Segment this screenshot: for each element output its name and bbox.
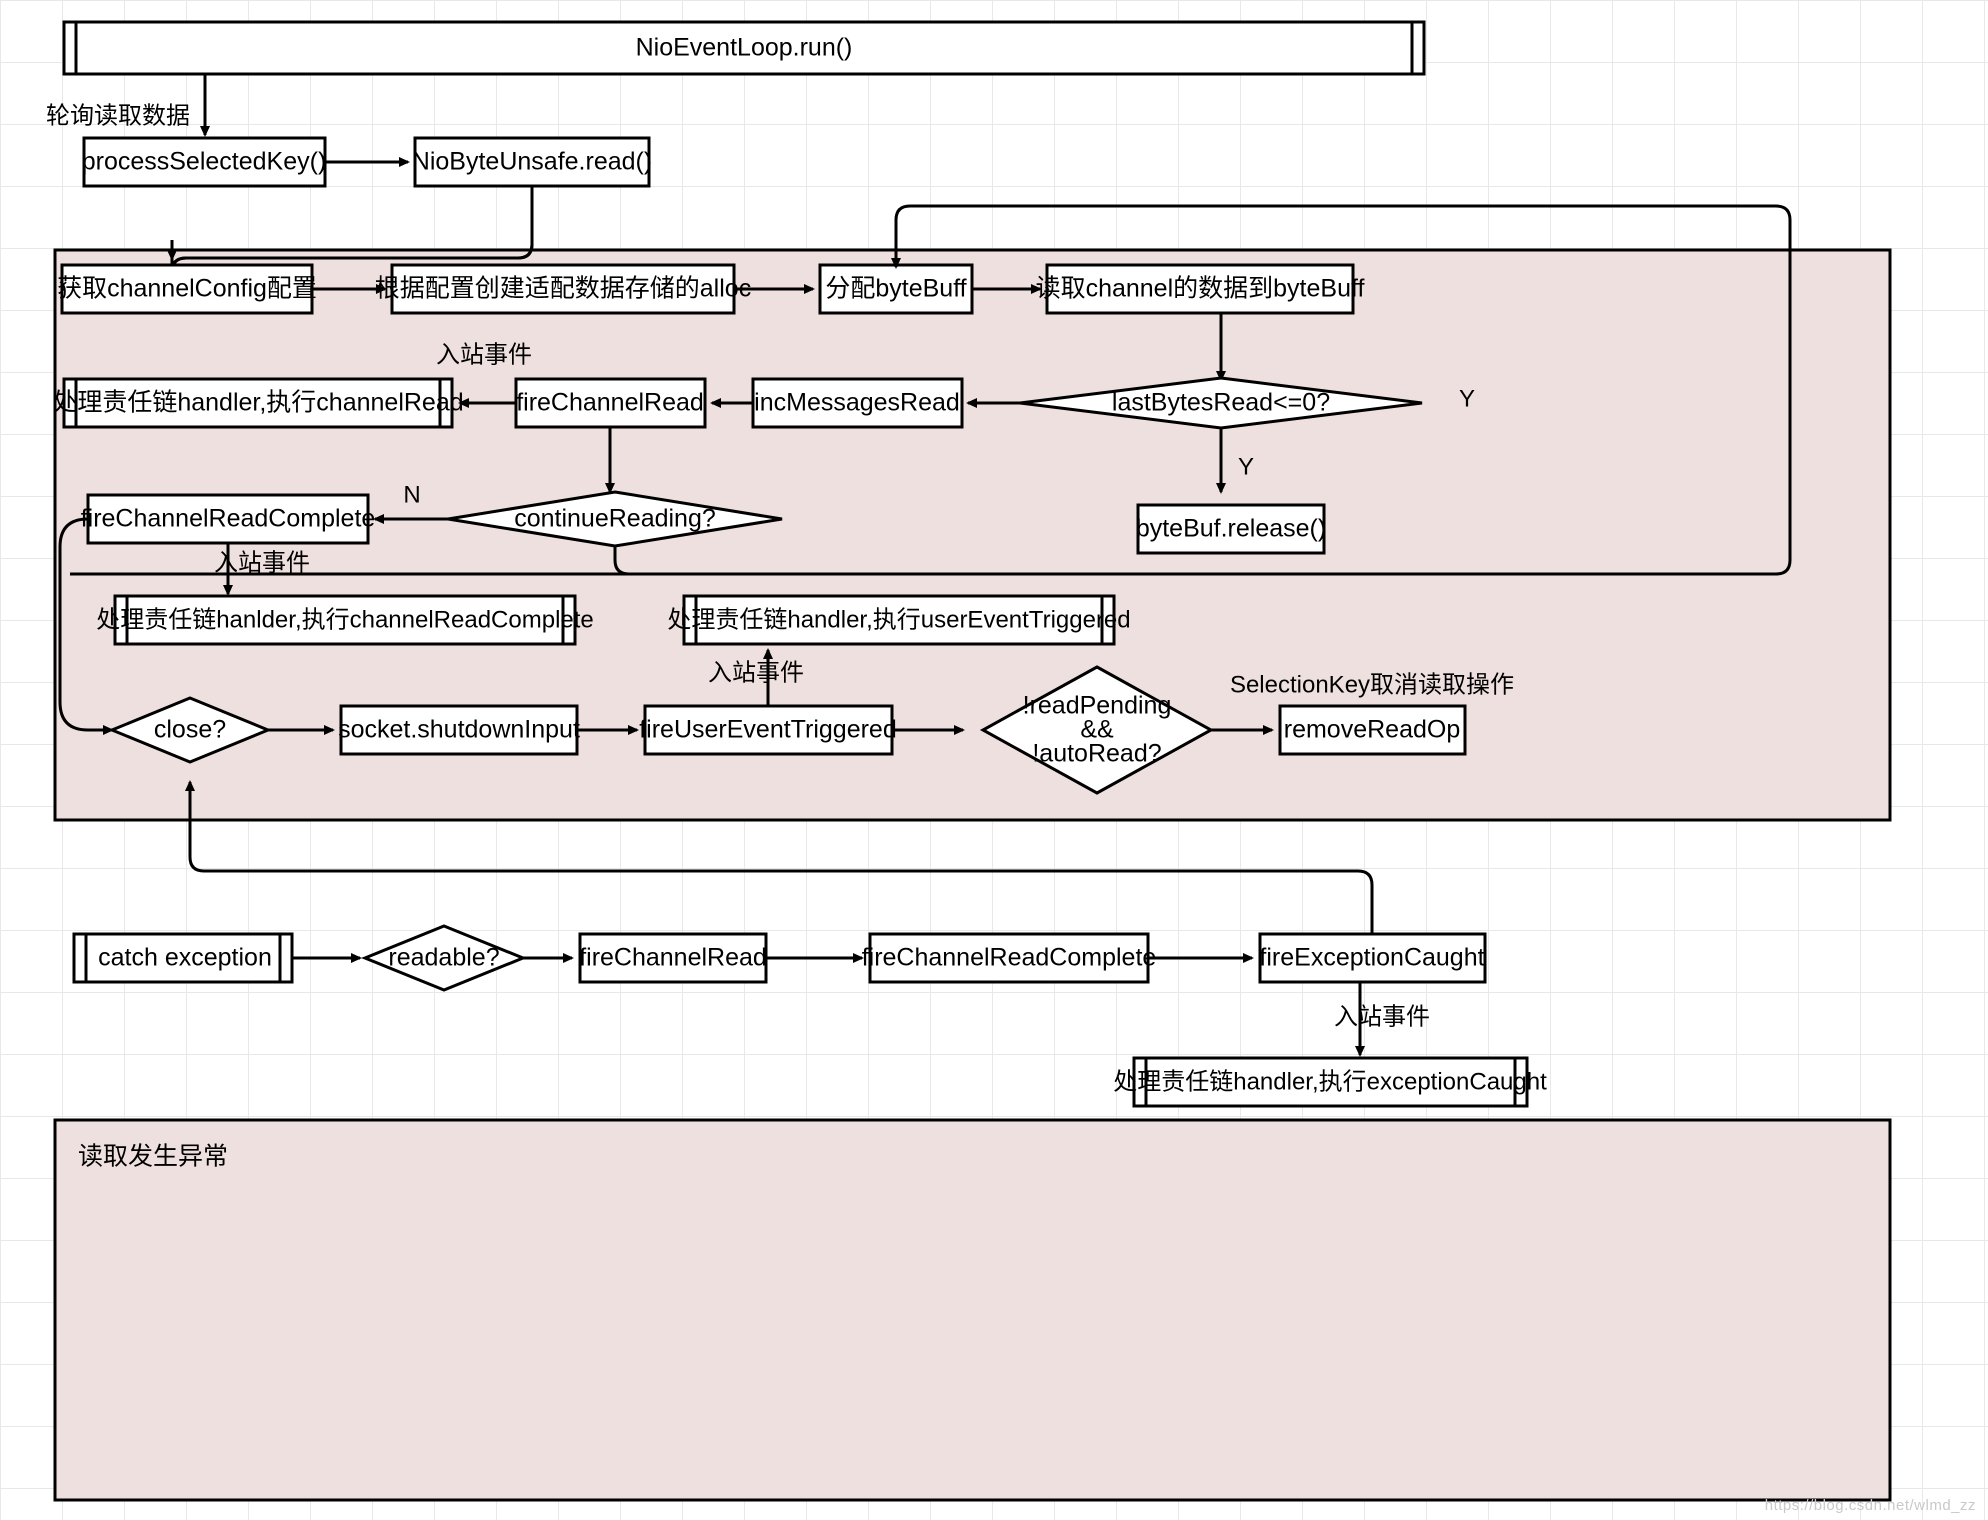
node-catch-exception-label: catch exception	[98, 944, 272, 972]
node-handler-user-event-triggered[interactable]	[682, 594, 1116, 646]
node-readable-decision-label: readable?	[388, 944, 499, 972]
edge-label-inbound-4: 入站事件	[1334, 1003, 1430, 1030]
node-handler-channel-read-complete[interactable]	[113, 594, 577, 646]
node-handler-channel-read-label: 处理责任链handler,执行channelRead	[52, 389, 463, 417]
node-fire-channel-read-complete-label: fireChannelReadComplete	[81, 505, 376, 533]
node-socket-shutdown-input[interactable]	[339, 704, 579, 756]
node-read-pending-line-2: &&	[1080, 716, 1114, 744]
node-remove-read-op[interactable]	[1278, 704, 1467, 756]
node-handler-exception-caught[interactable]	[1132, 1056, 1529, 1108]
node-inc-messages-read[interactable]	[751, 377, 964, 429]
node-socket-shutdown-input-label: socket.shutdownInput	[338, 716, 580, 744]
node-event-loop-label: NioEventLoop.run()	[636, 34, 853, 62]
node-ex-fire-channel-read-complete-label: fireChannelReadComplete	[862, 944, 1157, 972]
node-create-alloc[interactable]	[390, 263, 736, 315]
edge-label-poll-read-data: 轮询读取数据	[46, 102, 190, 129]
node-fire-channel-read-label: fireChannelRead	[516, 389, 704, 417]
node-event-loop[interactable]	[62, 20, 1426, 76]
lane-exception-label: 读取发生异常	[78, 1143, 228, 1171]
node-continue-reading-label: continueReading?	[514, 505, 716, 533]
node-alloc-bytebuff[interactable]	[818, 263, 974, 315]
node-get-channel-config-label: 获取channelConfig配置	[57, 275, 317, 303]
edge-firereadcomplete-to-close	[58, 517, 114, 735]
node-fire-channel-read-complete[interactable]	[86, 493, 370, 545]
node-bytebuf-release[interactable]	[1136, 503, 1326, 555]
node-fire-exception-caught[interactable]	[1258, 932, 1487, 984]
node-remove-read-op-label: removeReadOp	[1284, 716, 1460, 744]
node-handler-exception-caught-label: 处理责任链handler,执行exceptionCaught	[1113, 1068, 1547, 1095]
lane-exception	[53, 1118, 1892, 1502]
node-get-channel-config[interactable]	[60, 263, 314, 315]
node-handler-channel-read-complete-label: 处理责任链hanlder,执行channelReadComplete	[96, 606, 594, 633]
node-close-decision[interactable]	[108, 696, 272, 764]
node-ex-fire-channel-read-label: fireChannelRead	[579, 944, 767, 972]
node-handler-user-event-triggered-label: 处理责任链handler,执行userEventTriggered	[667, 606, 1130, 633]
node-read-channel-to-bytebuff-label: 读取channel的数据到byteBuff	[1036, 275, 1365, 303]
node-catch-exception[interactable]	[72, 932, 294, 984]
watermark: https://blog.csdn.net/wlmd_zz	[1764, 1497, 1976, 1514]
node-read-pending-line-3: !autoRead?	[1032, 740, 1161, 768]
edge-label-inbound-1: 入站事件	[436, 341, 532, 368]
node-create-alloc-label: 根据配置创建适配数据存储的alloc	[375, 275, 751, 303]
edge-loopback-to-allocbytebuff	[70, 204, 1792, 576]
edge-label-inbound-3: 入站事件	[708, 659, 804, 686]
node-read-channel-to-bytebuff[interactable]	[1045, 263, 1355, 315]
edge-label-selectionkey-cancel: SelectionKey取消读取操作	[1230, 671, 1514, 698]
node-bytebuf-release-label: byteBuf.release()	[1136, 515, 1326, 543]
node-handler-channel-read[interactable]	[62, 377, 454, 429]
node-read-pending-decision[interactable]	[979, 665, 1215, 795]
node-inc-messages-read-label: incMessagesRead	[754, 389, 960, 417]
edge-label-yes-right: Y	[1459, 385, 1475, 412]
edge-label-no: N	[403, 481, 420, 508]
node-fire-exception-caught-label: fireExceptionCaught	[1259, 944, 1484, 972]
node-last-bytes-read-label: lastBytesRead<=0?	[1112, 389, 1330, 417]
node-alloc-bytebuff-label: 分配byteBuff	[825, 275, 966, 303]
node-nio-byte-unsafe-read-label: NioByteUnsafe.read()	[412, 148, 652, 176]
edge-label-yes-down: Y	[1238, 453, 1254, 480]
edge-label-inbound-2: 入站事件	[214, 549, 310, 576]
edge-exceptioncaught-to-close	[185, 780, 1374, 934]
edge-read-to-getconfig-path2	[170, 186, 534, 273]
node-process-selected-key-label: processSelectedKey()	[82, 148, 327, 176]
node-read-pending-line-1: !readPending	[1023, 692, 1172, 720]
node-close-decision-label: close?	[154, 716, 226, 744]
node-fire-user-event-triggered-label: fireUserEventTriggered	[639, 716, 897, 744]
node-readable-decision[interactable]	[361, 924, 527, 992]
edge-continuereading-yes-loopback	[613, 546, 1776, 576]
